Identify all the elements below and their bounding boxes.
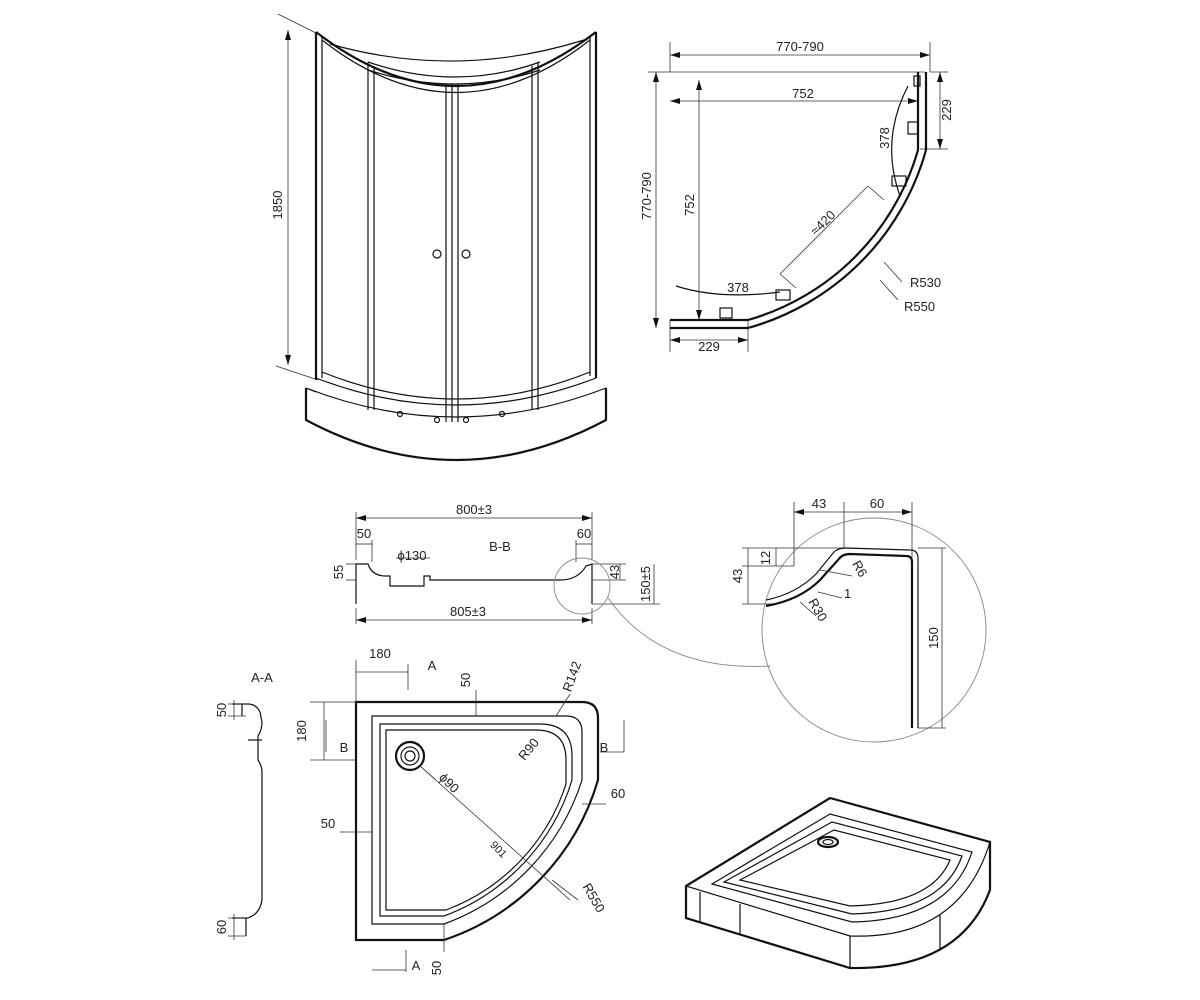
detail-view: 43 60 12 43 R6 1 R30 150 <box>730 496 987 743</box>
plan-width-inner: 752 <box>792 86 814 101</box>
detail-top-width-1: 43 <box>812 496 826 511</box>
tray-corner-radius: R142 <box>559 659 584 693</box>
plan-door-opening: ≈420 <box>807 207 838 238</box>
plan-depth-inner: 752 <box>682 194 697 216</box>
detail-step-height: 12 <box>758 551 773 565</box>
plan-depth-overall: 770-790 <box>639 172 654 220</box>
plan-right-offset: 229 <box>939 99 954 121</box>
plan-outer-radius: R550 <box>904 299 935 314</box>
tray-inner-corner-radius: R90 <box>515 735 542 763</box>
plan-inner-radius: R530 <box>910 275 941 290</box>
section-bb-top-width: 800±3 <box>456 502 492 517</box>
detail-overall-height: 150 <box>926 627 941 649</box>
section-aa-title: A-A <box>251 670 273 685</box>
detail-marker: 1 <box>844 586 851 601</box>
tray-plan: A 180 180 B B 50 R142 R90 ϕ90 901 60 50 <box>294 646 625 975</box>
tray-left-offset: 180 <box>294 720 309 742</box>
section-bb-right-lip: 60 <box>577 526 591 541</box>
section-bb-drain: ϕ130 <box>398 548 427 563</box>
plan-bottom-offset: 229 <box>698 339 720 354</box>
tray-bottom-rim: 50 <box>429 961 444 975</box>
section-bb-total-height: 150±5 <box>638 566 653 602</box>
tray-right-rim: 60 <box>611 786 625 801</box>
tray-section-a-bottom: A <box>412 958 421 973</box>
section-aa: A-A 50 60 <box>214 670 273 940</box>
section-bb-title: B-B <box>489 539 511 554</box>
enclosure-3d-view: 1850 <box>270 13 608 461</box>
plan-door-bottom-arc: 378 <box>727 280 749 295</box>
enclosure-height-label: 1850 <box>270 191 285 220</box>
section-bb-bottom-width: 805±3 <box>450 604 486 619</box>
tray-section-a-marker: A <box>428 658 437 673</box>
section-bb: B-B 800±3 50 60 ϕ130 55 43 150±5 <box>331 502 771 667</box>
plan-width-overall: 770-790 <box>776 39 824 54</box>
tray-section-b-right: B <box>600 740 609 755</box>
tray-3d-view <box>684 796 992 970</box>
tray-section-b-left: B <box>340 740 349 755</box>
section-bb-left-lip: 50 <box>357 526 371 541</box>
section-bb-left-height: 55 <box>331 565 346 579</box>
detail-rim-height: 43 <box>730 569 745 583</box>
detail-radius-small: R6 <box>849 558 870 580</box>
detail-top-width-2: 60 <box>870 496 884 511</box>
tray-left-rim: 50 <box>321 816 335 831</box>
section-aa-bottom-dim: 60 <box>214 920 229 934</box>
plan-door-top-arc: 378 <box>877 127 892 149</box>
tray-top-offset: 180 <box>369 646 391 661</box>
tray-outer-radius: R550 <box>580 881 609 915</box>
section-aa-top-dim: 50 <box>214 703 229 717</box>
section-bb-right-height: 43 <box>607 565 622 579</box>
enclosure-plan-view: 770-790 752 770-790 752 229 229 <box>639 39 954 354</box>
tray-top-rim: 50 <box>458 673 473 687</box>
